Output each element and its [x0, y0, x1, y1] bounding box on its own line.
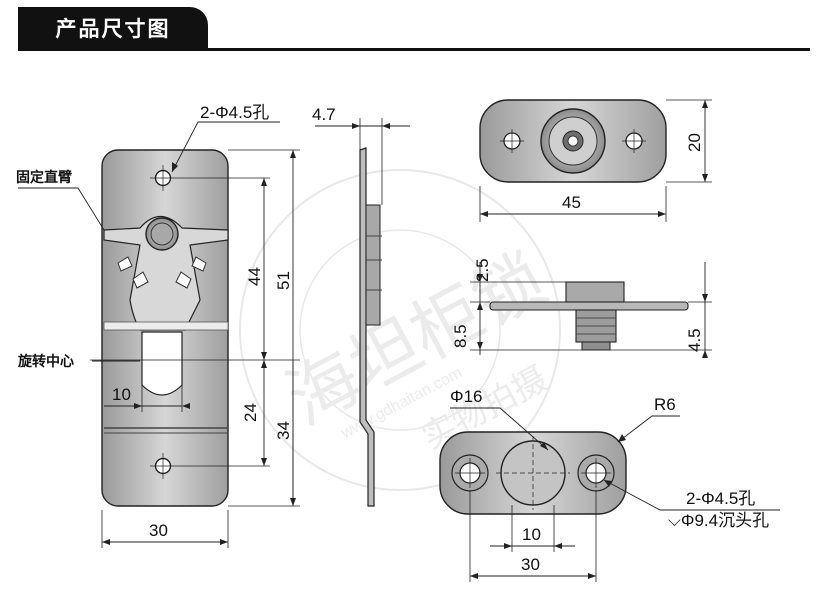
bottom-width-label: 30 [521, 555, 540, 574]
front-lower-upper-label: 24 [241, 403, 260, 422]
top-height-label: 20 [685, 133, 704, 152]
front-slot [141, 331, 183, 396]
side-view: 4.7 [312, 105, 410, 507]
bottom-holes-callout-line2: ⌵Φ9.4沉头孔 [668, 511, 769, 530]
top-holes-callout: 2-Φ4.5孔 [200, 103, 269, 122]
top-width-label: 45 [562, 193, 581, 212]
profile-view: 2.5 8.5 4.5 [451, 258, 712, 358]
header-tab: 产品尺寸图 [18, 7, 208, 51]
front-height-upper-label: 44 [245, 267, 264, 286]
bottom-circle-label: Φ16 [450, 387, 482, 406]
profile-left-label: 8.5 [451, 324, 470, 348]
front-width-label: 30 [149, 521, 168, 540]
fixed-arm-shape [103, 215, 229, 331]
front-lower-total-label: 34 [274, 421, 293, 440]
profile-step-label: 2.5 [473, 258, 492, 282]
header-rule [18, 48, 810, 51]
bottom-holes-callout-line1: 2-Φ4.5孔 [686, 489, 755, 508]
side-thickness-label: 4.7 [312, 105, 336, 124]
fixed-arm-callout: 固定直臂 [16, 169, 72, 186]
profile-right-label: 4.5 [685, 328, 704, 352]
bottom-radius-label: R6 [654, 395, 676, 414]
front-height-total-label: 51 [274, 271, 293, 290]
front-slot-offset-label: 10 [112, 385, 131, 404]
bottom-view: Φ16 R6 2-Φ4.5孔 ⌵Φ9.4沉头孔 10 30 [439, 387, 780, 582]
callouts-front: 固定直臂 旋转中心 2-Φ4.5孔 [16, 103, 280, 370]
rotation-center-callout: 旋转中心 [17, 353, 74, 370]
top-view: 45 20 [479, 99, 712, 222]
front-view: 30 51 44 24 34 10 [90, 149, 300, 548]
page-title: 产品尺寸图 [55, 17, 171, 41]
bottom-offset-label: 10 [522, 525, 541, 544]
